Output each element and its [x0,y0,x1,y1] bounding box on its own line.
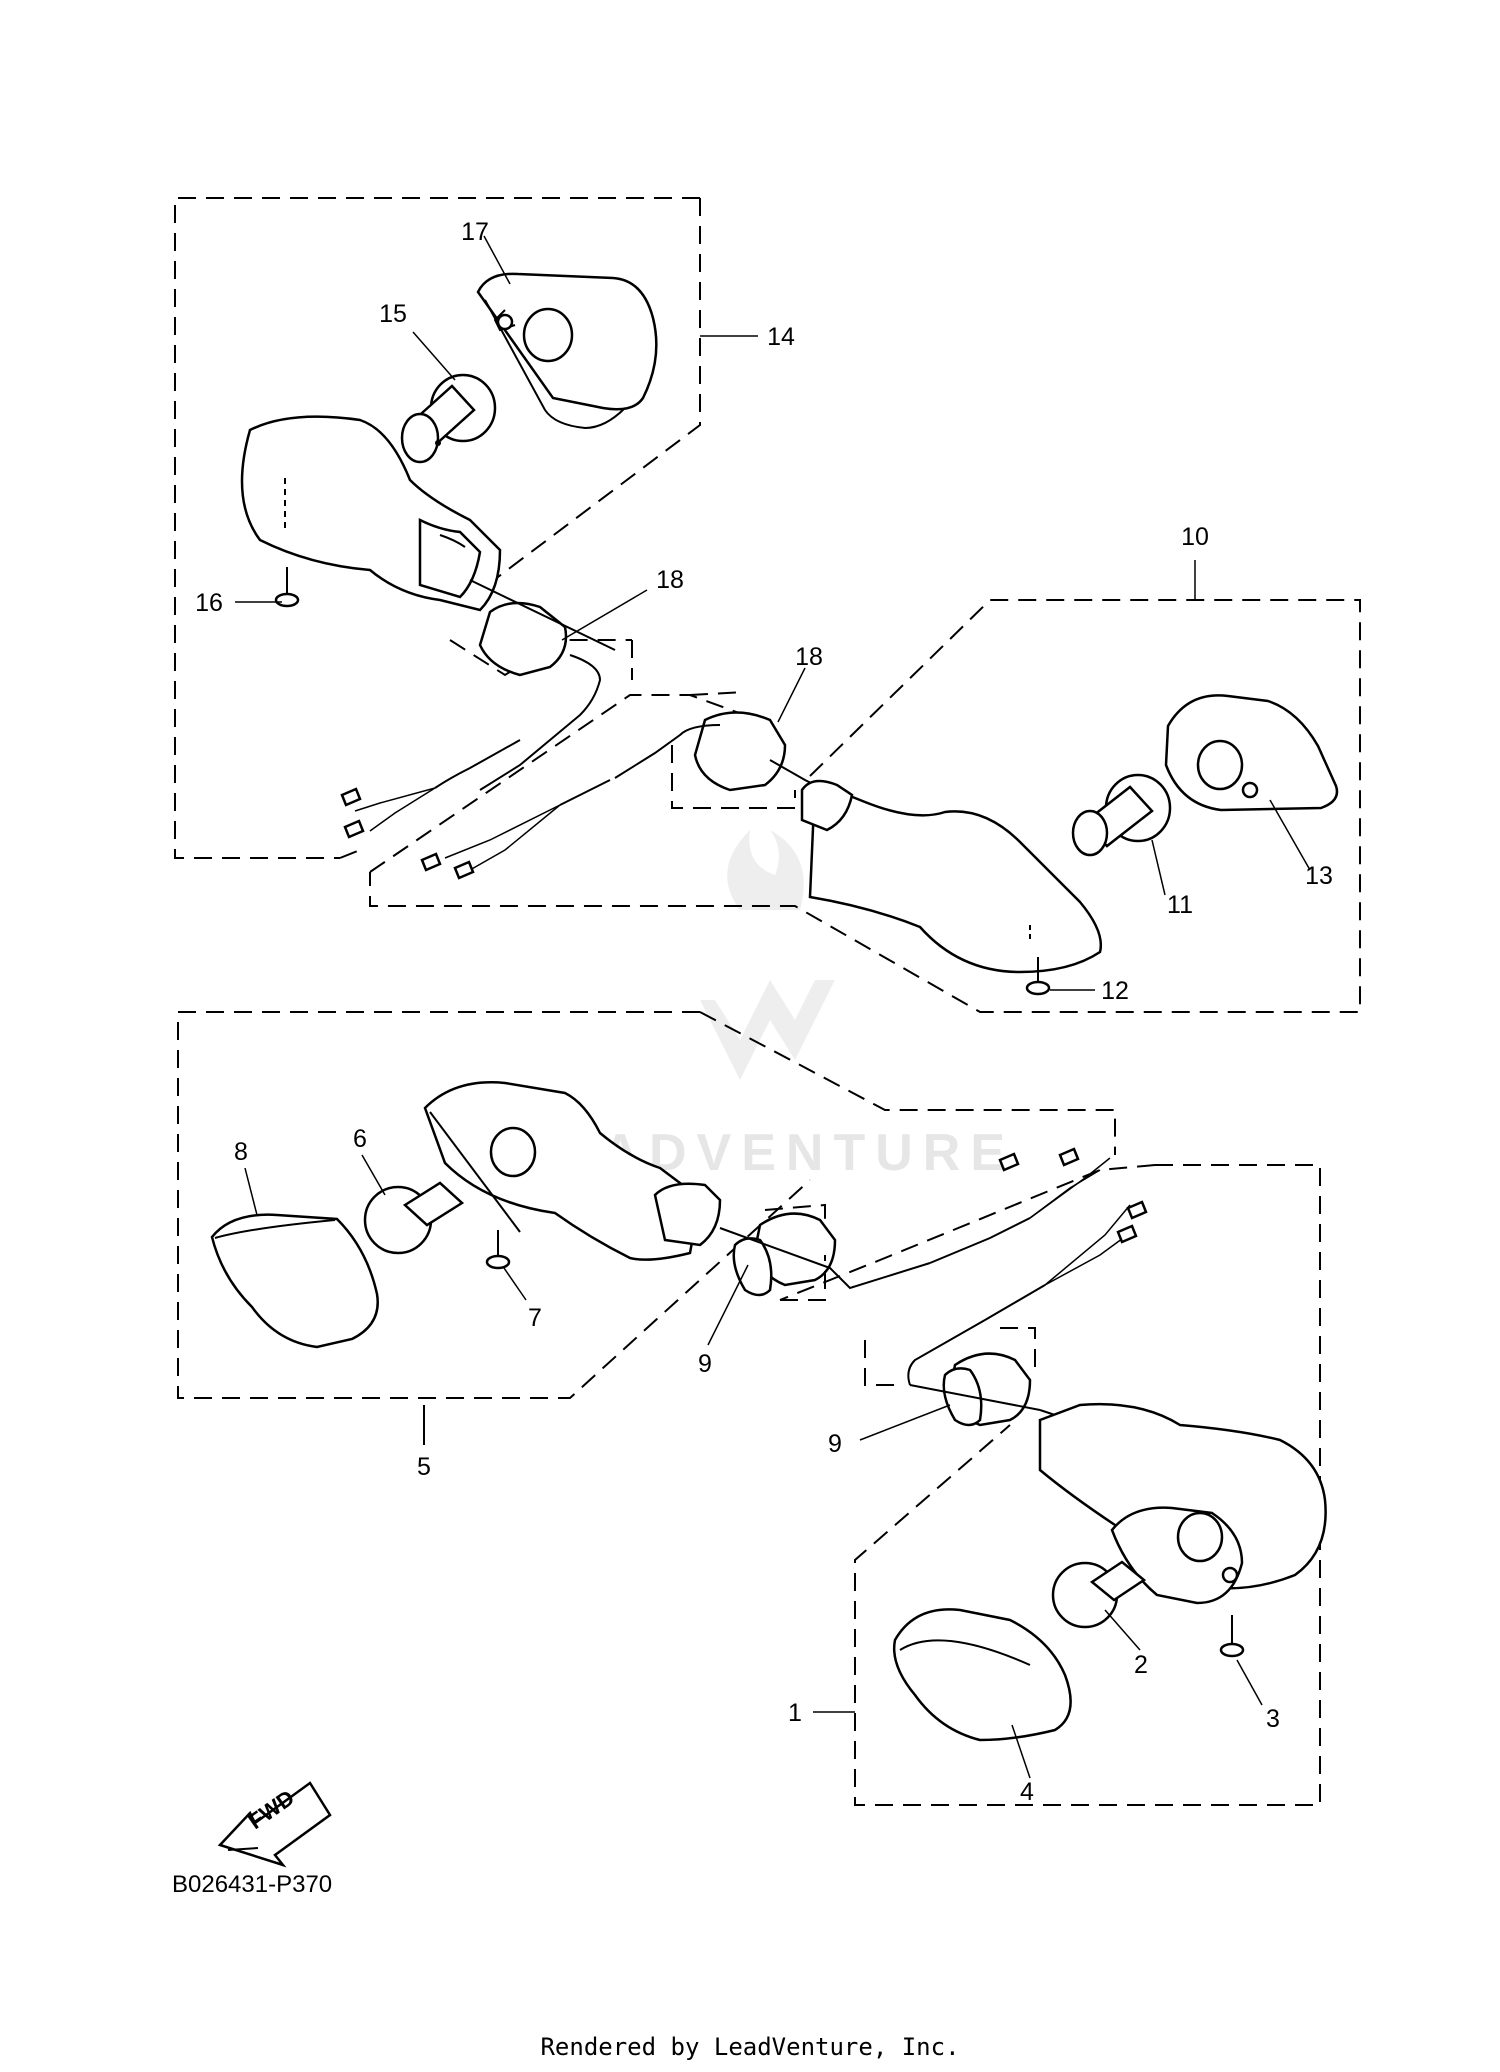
callout-8: 8 [234,1138,248,1166]
screw-12 [1025,957,1051,996]
wire-5 [929,1147,1111,1264]
leader-lines [235,235,1311,1779]
callout-9b: 9 [828,1430,842,1458]
housing-10 [800,779,1103,974]
assembly-5 [177,1011,1116,1445]
callout-4: 4 [1020,1778,1034,1806]
footer-credit: Rendered by LeadVenture, Inc. [540,2033,959,2061]
callout-17: 17 [461,218,489,246]
assembly-10 [369,599,1361,1013]
lens-13 [1164,694,1339,812]
diagram-code: B026431-P370 [172,1871,332,1898]
callout-1: 1 [788,1699,802,1727]
housing-14 [240,415,502,612]
callout-18b: 18 [795,643,823,671]
screw-7 [485,1230,511,1270]
callout-9a: 9 [698,1350,712,1378]
grommet-9a [719,1203,931,1297]
grommet-18a [449,579,633,791]
callout-6: 6 [353,1125,367,1153]
callout-16: 16 [195,589,223,617]
callout-10: 10 [1181,523,1209,551]
wire-14 [340,739,521,839]
assembly-14 [174,197,701,859]
wire-1 [907,1200,1148,1386]
fwd-arrow-icon: FWD [217,1781,332,1868]
bulb-2 [1051,1560,1147,1629]
callout-15: 15 [379,300,407,328]
callouts: 17 15 14 16 18 10 18 13 11 12 8 6 7 9 5 … [195,218,1333,1806]
housing-5 [423,1081,722,1261]
lens-4 [892,1608,1072,1742]
bulb-15 [400,373,497,464]
callout-5: 5 [417,1453,431,1481]
callout-13: 13 [1305,862,1333,890]
callout-7: 7 [528,1304,542,1332]
assembly-1 [779,1164,1327,1806]
callout-14: 14 [767,323,795,351]
wire-10 [420,779,611,880]
callout-18a: 18 [656,566,684,594]
bulb-11 [1071,773,1172,857]
callout-2: 2 [1134,1651,1148,1679]
bulb-6 [363,1181,465,1255]
callout-11: 11 [1167,891,1193,919]
callout-3: 3 [1266,1705,1280,1733]
screw-3 [1219,1615,1245,1658]
lens-8 [210,1213,379,1349]
lens-17 [476,272,658,430]
screw-16 [274,567,300,608]
callout-12: 12 [1101,977,1129,1005]
